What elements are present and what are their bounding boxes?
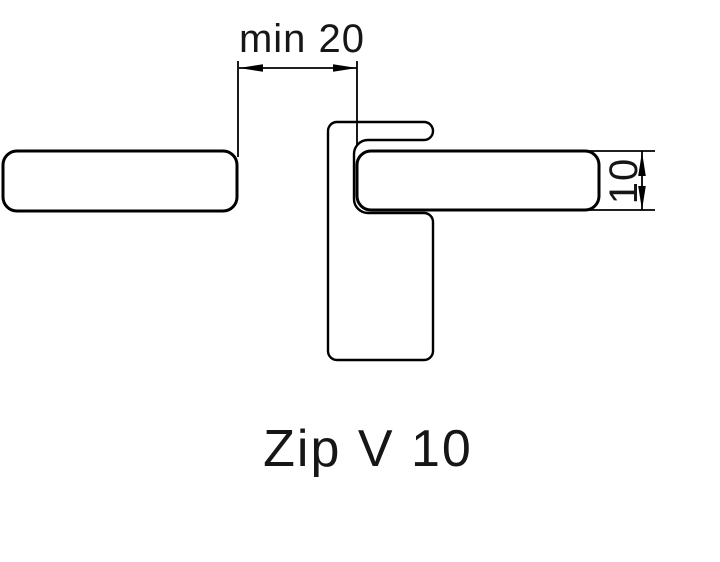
zip-joint-profile-outline (326, 120, 435, 362)
dimension-gap-arrow-right (333, 64, 357, 72)
zip-joint-profile (326, 120, 435, 362)
dimension-gap: min 20 (237, 17, 365, 157)
drawing-title: Zip V 10 (263, 420, 473, 478)
dimension-thickness-label: 10 (602, 158, 646, 205)
dimension-gap-arrow-left (239, 64, 263, 72)
dimension-thickness-arrow-top (638, 152, 646, 176)
dimension-thickness: 10 (584, 150, 655, 211)
left-panel-outline (1, 149, 239, 213)
dimension-gap-label: min 20 (239, 17, 365, 61)
right-panel (355, 149, 601, 212)
left-panel (1, 149, 239, 213)
dimension-thickness-arrow-bottom (638, 186, 646, 210)
right-panel-outline (355, 149, 601, 212)
